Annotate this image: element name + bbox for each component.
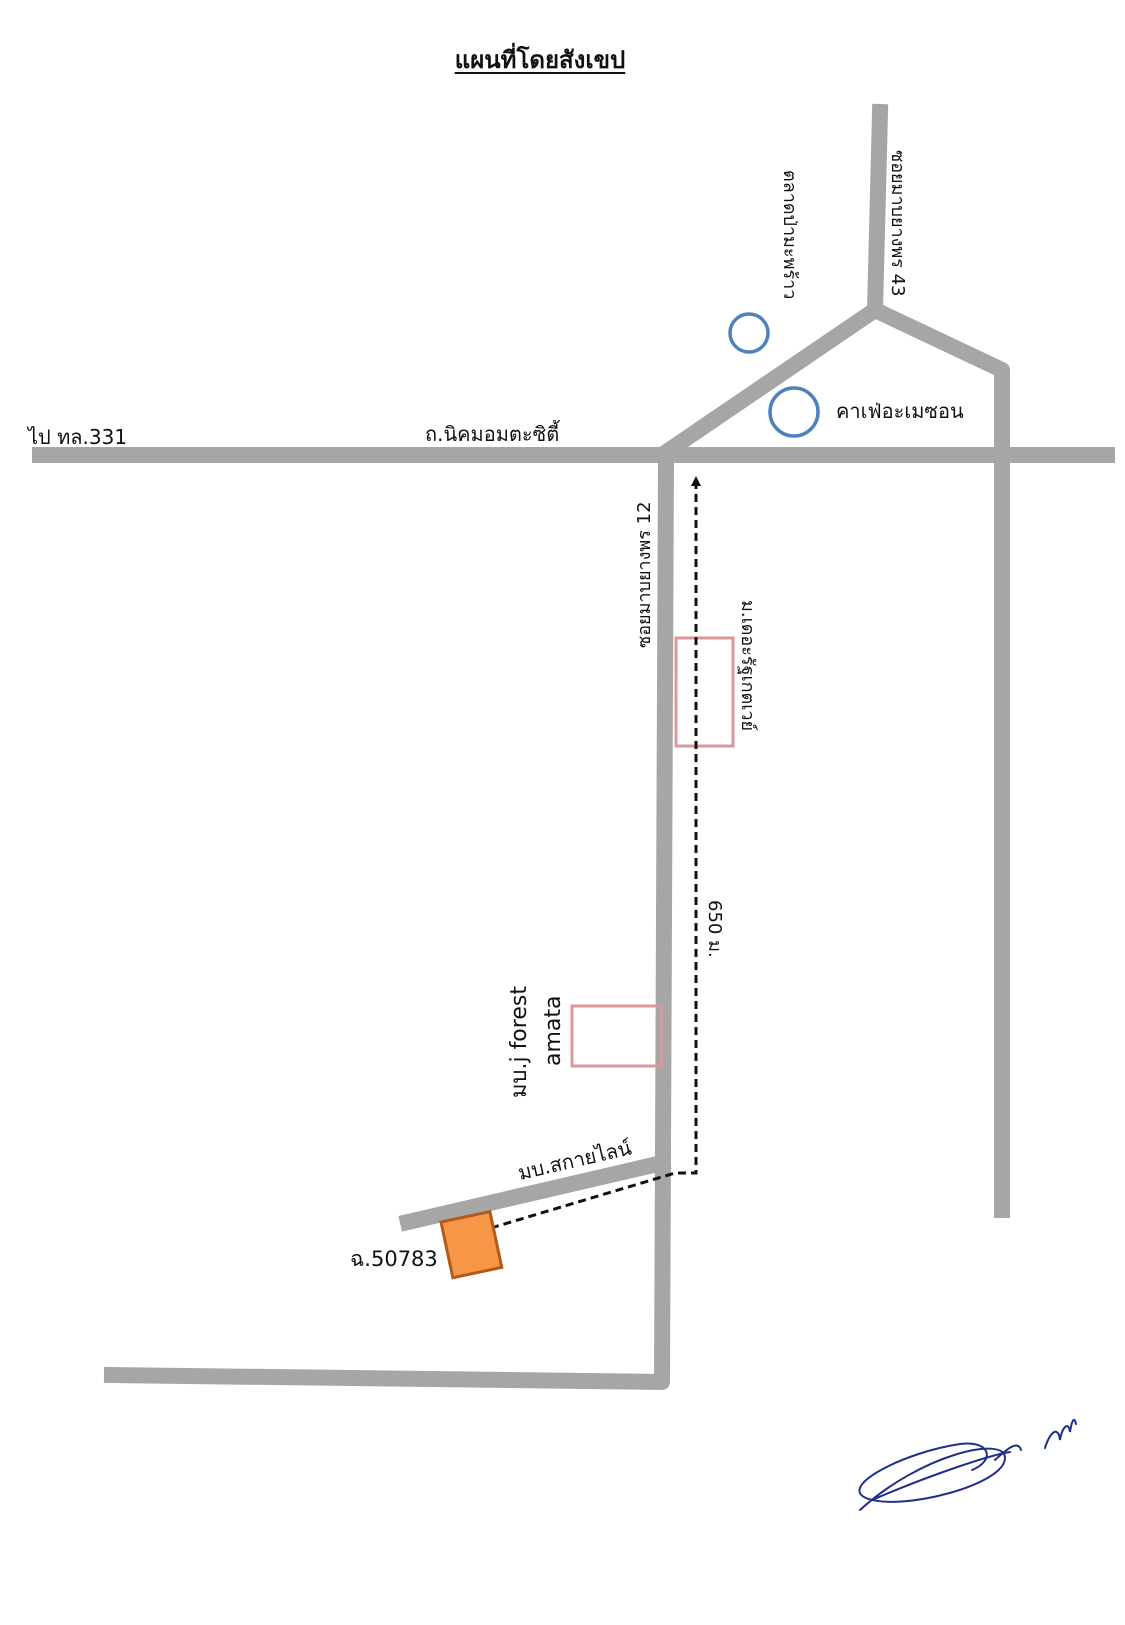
to-highway-label: ไป ทล.331 (26, 425, 127, 449)
market-branch-road (650, 302, 1010, 1218)
route-path (481, 476, 701, 1236)
roads (32, 103, 1115, 1390)
soi-12-road (103, 446, 675, 1390)
plot-id-label: ฉ.50783 (350, 1247, 438, 1271)
village-gateway-box (674, 636, 735, 748)
village-forest-label-line2: amata (541, 995, 566, 1066)
cafe-label: คาเฟ่อะเมซอน (836, 399, 964, 423)
map-title: แผนที่โดยสังเขป (454, 46, 626, 74)
target-plot-icon (439, 1209, 504, 1280)
signature-mark (858, 1418, 1077, 1511)
village-gateway-label: ม.เดอะรัฐเกตเวย์ (737, 600, 758, 731)
soi-43-road (866, 103, 889, 319)
cafe-circle-icon (768, 386, 820, 438)
route-arrow (481, 476, 701, 1236)
village-forest-box (570, 1004, 663, 1068)
market-label: ตลาดป่ามะพร้าว (779, 170, 800, 299)
village-forest-label-line1: มบ.j forest (507, 986, 532, 1098)
soi-43-label: ซอยมาบยางพร 43 (887, 150, 908, 297)
market-circle-icon (728, 312, 770, 354)
distance-label: 650 ม. (704, 900, 725, 958)
soi-12-label: ซอยมาบยางพร 12 (634, 501, 655, 648)
main-road-label: ถ.นิคมอมตะซิตี้ (425, 420, 560, 446)
